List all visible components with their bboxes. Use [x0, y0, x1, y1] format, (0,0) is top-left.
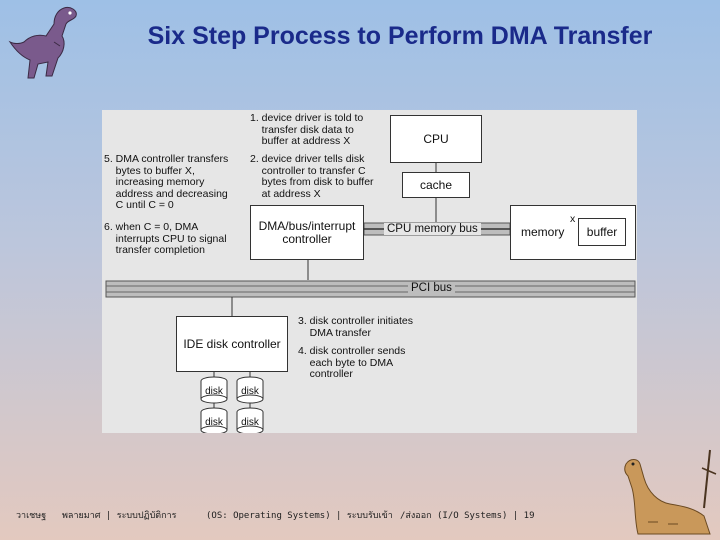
step-2-text: 2. device driver tells disk controller t…	[250, 153, 374, 200]
disk-label: disk	[205, 416, 223, 428]
cache-box: cache	[402, 172, 470, 198]
memory-label: memory	[521, 225, 565, 239]
dinosaur-illustration-icon	[624, 449, 717, 535]
step-4-text: 4. disk controller sends each byte to DM…	[298, 345, 406, 380]
step-1-text: 1. device driver is told to transfer dis…	[250, 112, 364, 147]
step-6-text: 6. when C = 0, DMA interrupts CPU to sig…	[104, 221, 227, 256]
slide-title: Six Step Process to Perform DMA Transfer	[147, 22, 653, 50]
dinosaur-logo-icon	[8, 7, 77, 79]
disk-label: disk	[241, 385, 259, 397]
step-3-text: 3. disk controller initiates DMA transfe…	[298, 315, 413, 339]
buffer-box: buffer	[578, 218, 626, 246]
dma-controller-box: DMA/bus/interrupt controller	[250, 205, 364, 260]
buffer-x-marker: x	[570, 213, 576, 225]
cpu-memory-bus-label: CPU memory bus	[384, 223, 481, 235]
footer-author: วาเชษฐ	[16, 511, 47, 521]
footer-chapter: /ส่งออก (I/O Systems) | 19	[400, 511, 535, 521]
disk-label: disk	[241, 416, 259, 428]
ide-controller-box: IDE disk controller	[176, 316, 288, 372]
dma-diagram: 5. DMA controller transfers bytes to buf…	[102, 110, 637, 433]
disk-label: disk	[205, 385, 223, 397]
step-5-text: 5. DMA controller transfers bytes to buf…	[104, 153, 229, 211]
footer-dept: พลายมาศ | ระบบปฏิบัติการ	[62, 511, 177, 521]
footer-course: (OS: Operating Systems) | ระบบรับเข้า	[206, 511, 393, 521]
pci-bus-label: PCI bus	[408, 282, 455, 294]
cpu-box: CPU	[390, 115, 482, 163]
